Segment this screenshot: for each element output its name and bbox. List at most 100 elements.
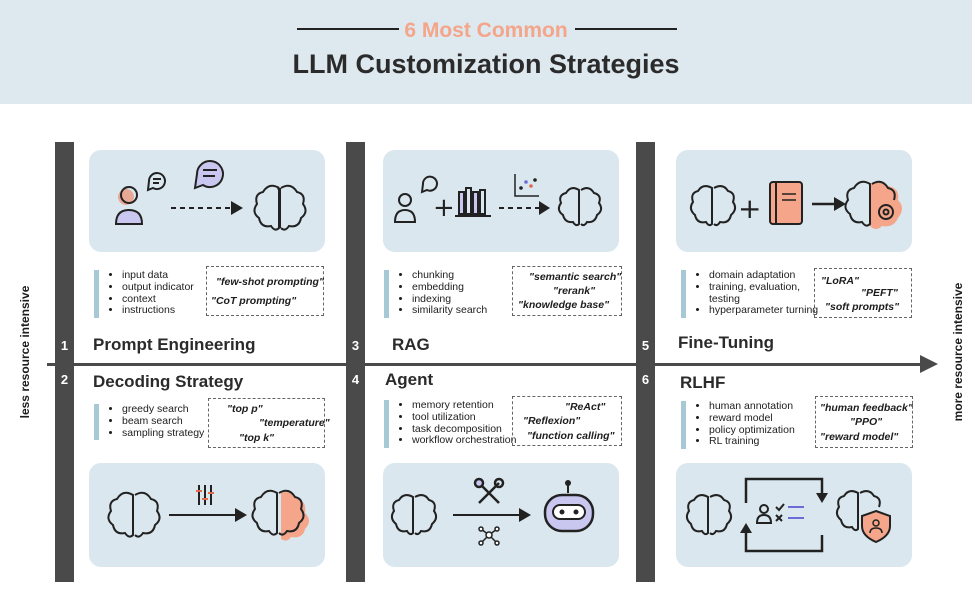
brain-icon — [253, 184, 307, 231]
strategy-number-2: 2 — [60, 372, 69, 387]
keyword: "Reflexion" — [523, 415, 581, 427]
keyword: "semantic search" — [529, 271, 622, 283]
list-item: embedding — [412, 281, 487, 294]
strategy-name-agent: Agent — [385, 370, 434, 389]
keyword: "knowledge base" — [518, 299, 610, 311]
rag-bullets: chunking embedding indexing similarity s… — [384, 269, 487, 318]
decoding-keywords: "top p" "temperature" "top k" — [208, 398, 330, 448]
user-icon — [114, 186, 144, 225]
prompt-engineering-illustration — [89, 150, 325, 252]
list-item: training, evaluation, testing — [709, 281, 827, 306]
fine-tuning-keywords: "LoRA" "PEFT" "soft prompts" — [814, 268, 912, 318]
keyword: "few-shot prompting" — [216, 276, 324, 288]
keyword: "PPO" — [850, 416, 883, 428]
more-resource-label: more resource intensive — [951, 282, 965, 422]
keyword: "reward model" — [820, 431, 899, 443]
strategy-name-fine-tuning: Fine-Tuning — [678, 333, 774, 352]
decoding-illustration — [89, 463, 325, 567]
header-banner: 6 Most Common LLM Customization Strategi… — [0, 0, 972, 104]
keyword: "CoT prompting" — [211, 295, 297, 307]
keyword: "ReAct" — [565, 401, 606, 413]
plus-icon: + — [738, 192, 761, 225]
list-item: reward model — [709, 412, 795, 425]
list-item: output indicator — [122, 281, 194, 294]
brain-icon — [685, 494, 733, 536]
strategy-number-1: 1 — [60, 338, 69, 353]
brain-icon — [390, 494, 438, 536]
rlhf-illustration — [676, 463, 912, 567]
strategy-number-5: 5 — [641, 338, 650, 353]
list-item: RL training — [709, 436, 795, 448]
list-item: policy optimization — [709, 424, 795, 437]
list-item: input data — [122, 269, 194, 282]
network-icon — [478, 526, 500, 546]
rlhf-keywords: "human feedback" "PPO" "reward model" — [815, 396, 913, 448]
keyword: "soft prompts" — [825, 301, 900, 313]
list-item: indexing — [412, 293, 487, 306]
keyword: "temperature" — [259, 417, 330, 429]
column-bar-3 — [636, 142, 655, 582]
keyword: "top k" — [239, 432, 275, 444]
scatter-chart-icon — [514, 174, 539, 197]
keyword: "top p" — [227, 403, 263, 415]
prompt-engineering-bullets: input data output indicator context inst… — [94, 269, 194, 318]
plus-icon: + — [433, 193, 455, 223]
keyword: "PEFT" — [861, 287, 898, 299]
brain-gear-icon — [844, 180, 902, 229]
resource-axis — [47, 363, 927, 366]
list-item: chunking — [412, 269, 487, 282]
title-rule-left — [297, 28, 399, 30]
agent-bullets: memory retention tool utilization task d… — [384, 399, 516, 448]
checklist-icon — [755, 503, 804, 524]
keyword: "rerank" — [553, 285, 596, 297]
user-icon — [393, 175, 438, 223]
list-item: beam search — [122, 415, 204, 428]
list-item: sampling strategy — [122, 427, 204, 440]
fine-tuning-illustration: + — [676, 150, 912, 252]
list-item: context — [122, 293, 194, 306]
decoding-bullets: greedy search beam search sampling strat… — [94, 403, 204, 440]
robot-icon — [543, 480, 595, 533]
bookshelf-icon — [455, 187, 491, 217]
book-icon — [769, 181, 803, 225]
list-item: hyperparameter turning — [709, 305, 827, 317]
list-item: memory retention — [412, 399, 516, 412]
column-bar-1 — [55, 142, 74, 582]
page-subtitle: 6 Most Common — [404, 19, 568, 42]
strategy-name-rag: RAG — [392, 335, 430, 354]
brain-shield-icon — [835, 490, 891, 544]
keyword: "function calling" — [527, 430, 615, 442]
agent-keywords: "ReAct" "Reflexion" "function calling" — [512, 396, 622, 446]
strategy-name-prompt-engineering: Prompt Engineering — [93, 335, 256, 354]
keyword: "human feedback" — [820, 402, 913, 414]
brain-icon — [689, 185, 737, 227]
brain-icon — [107, 491, 161, 538]
list-item: human annotation — [709, 400, 795, 413]
strategy-number-4: 4 — [351, 372, 360, 387]
rlhf-bullets: human annotation reward model policy opt… — [681, 400, 795, 449]
fine-tuning-bullets: domain adaptation training, evaluation, … — [681, 269, 827, 318]
brain-icon-highlighted — [251, 489, 309, 541]
feedback-loop-icon — [740, 477, 828, 553]
list-item: similarity search — [412, 305, 487, 317]
page-title: LLM Customization Strategies — [292, 49, 680, 79]
list-item: instructions — [122, 305, 194, 317]
sliders-icon — [196, 485, 214, 505]
column-bar-2 — [346, 142, 365, 582]
rag-illustration: + — [383, 150, 619, 252]
keyword: "LoRA" — [821, 275, 859, 287]
prompt-engineering-keywords: "few-shot prompting" "CoT prompting" — [206, 266, 324, 316]
agent-illustration — [383, 463, 619, 567]
strategy-name-rlhf: RLHF — [680, 373, 726, 392]
strategy-number-3: 3 — [351, 338, 360, 353]
less-resource-label: less resource intensive — [18, 285, 32, 419]
title-rule-right — [575, 28, 677, 30]
list-item: greedy search — [122, 403, 204, 416]
list-item: workflow orchestration — [412, 435, 516, 447]
rag-keywords: "semantic search" "rerank" "knowledge ba… — [512, 266, 622, 316]
tools-icon — [473, 477, 505, 504]
list-item: tool utilization — [412, 411, 516, 424]
list-item: task decomposition — [412, 423, 516, 436]
strategy-name-decoding: Decoding Strategy — [93, 372, 244, 391]
strategy-number-6: 6 — [641, 372, 650, 387]
